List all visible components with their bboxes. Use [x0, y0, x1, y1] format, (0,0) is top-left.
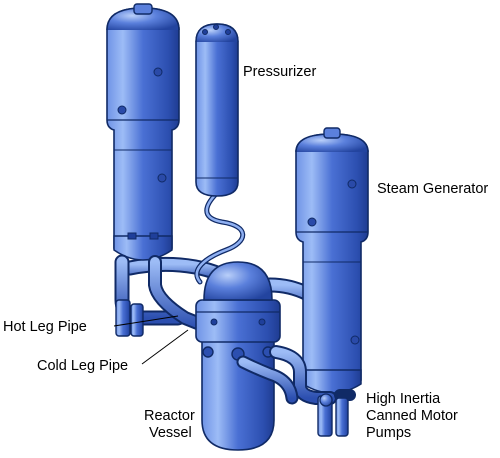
top-nozzle-icon [323, 127, 341, 139]
pumps-label-line3: Pumps [366, 425, 411, 441]
hot-leg-pipe-label: Hot Leg Pipe [3, 319, 87, 335]
reactor-label-line2: Vessel [149, 425, 192, 441]
steam-generator-left [106, 3, 180, 261]
hot-leg-leader [113, 315, 179, 327]
cold-leg-leader [141, 329, 189, 365]
reactor-label-line1: Reactor [144, 408, 195, 424]
left-pump-icon [115, 299, 131, 337]
pressurizer [195, 23, 239, 197]
left-pump-piping [114, 254, 217, 337]
reactor-vessel [195, 261, 281, 451]
steam-generator-label: Steam Generator [377, 181, 488, 197]
pressurizer-label: Pressurizer [243, 64, 316, 80]
pumps-label-line1: High Inertia [366, 391, 441, 407]
right-pump-piping [236, 345, 356, 437]
cold-leg-pipe-label: Cold Leg Pipe [37, 358, 128, 374]
leader-lines [113, 315, 189, 365]
steam-generator-right [295, 127, 369, 394]
pumps-label-line2: Canned Motor [366, 408, 458, 424]
top-nozzle-icon [133, 3, 153, 15]
